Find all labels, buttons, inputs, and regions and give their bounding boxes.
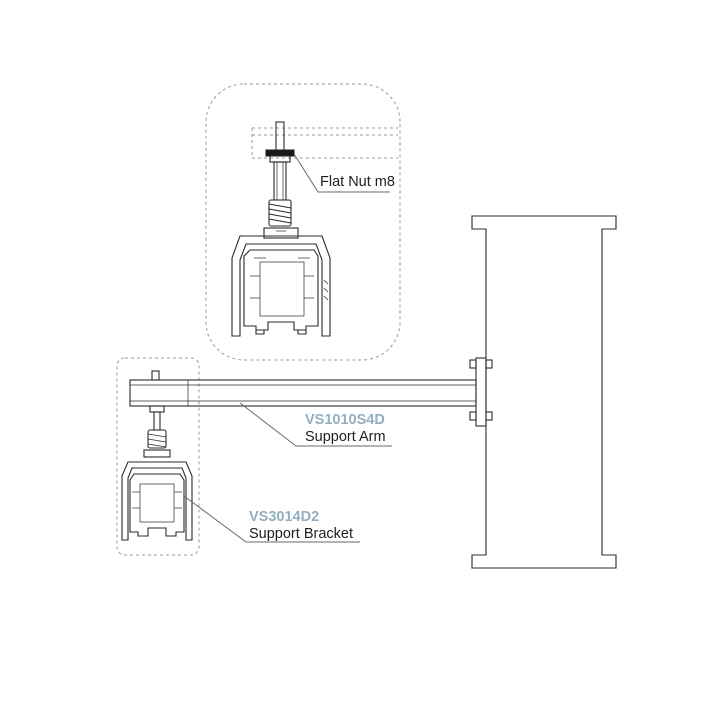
support-bracket (121, 405, 193, 541)
detail-view-outline (205, 83, 401, 361)
support-arm-leader (239, 402, 392, 447)
support-bracket-label: Support Bracket (249, 526, 353, 542)
mounting-plate (475, 357, 487, 427)
support-bracket-code: VS3014D2 (249, 509, 319, 525)
support-bracket-leader (183, 495, 360, 543)
flat-nut-label: Flat Nut m8 (320, 174, 395, 190)
support-arm-label: Support Arm (305, 429, 386, 445)
flat-nut (265, 149, 295, 157)
detail-view (231, 121, 398, 337)
support-arm-code: VS1010S4D (305, 412, 385, 428)
flat-nut-leader (293, 153, 390, 193)
i-beam-column (469, 215, 617, 569)
trolley-profile-large (231, 227, 331, 337)
bracket-detail-outline (116, 357, 200, 556)
support-arm (129, 370, 477, 407)
spring-coil (268, 199, 292, 227)
